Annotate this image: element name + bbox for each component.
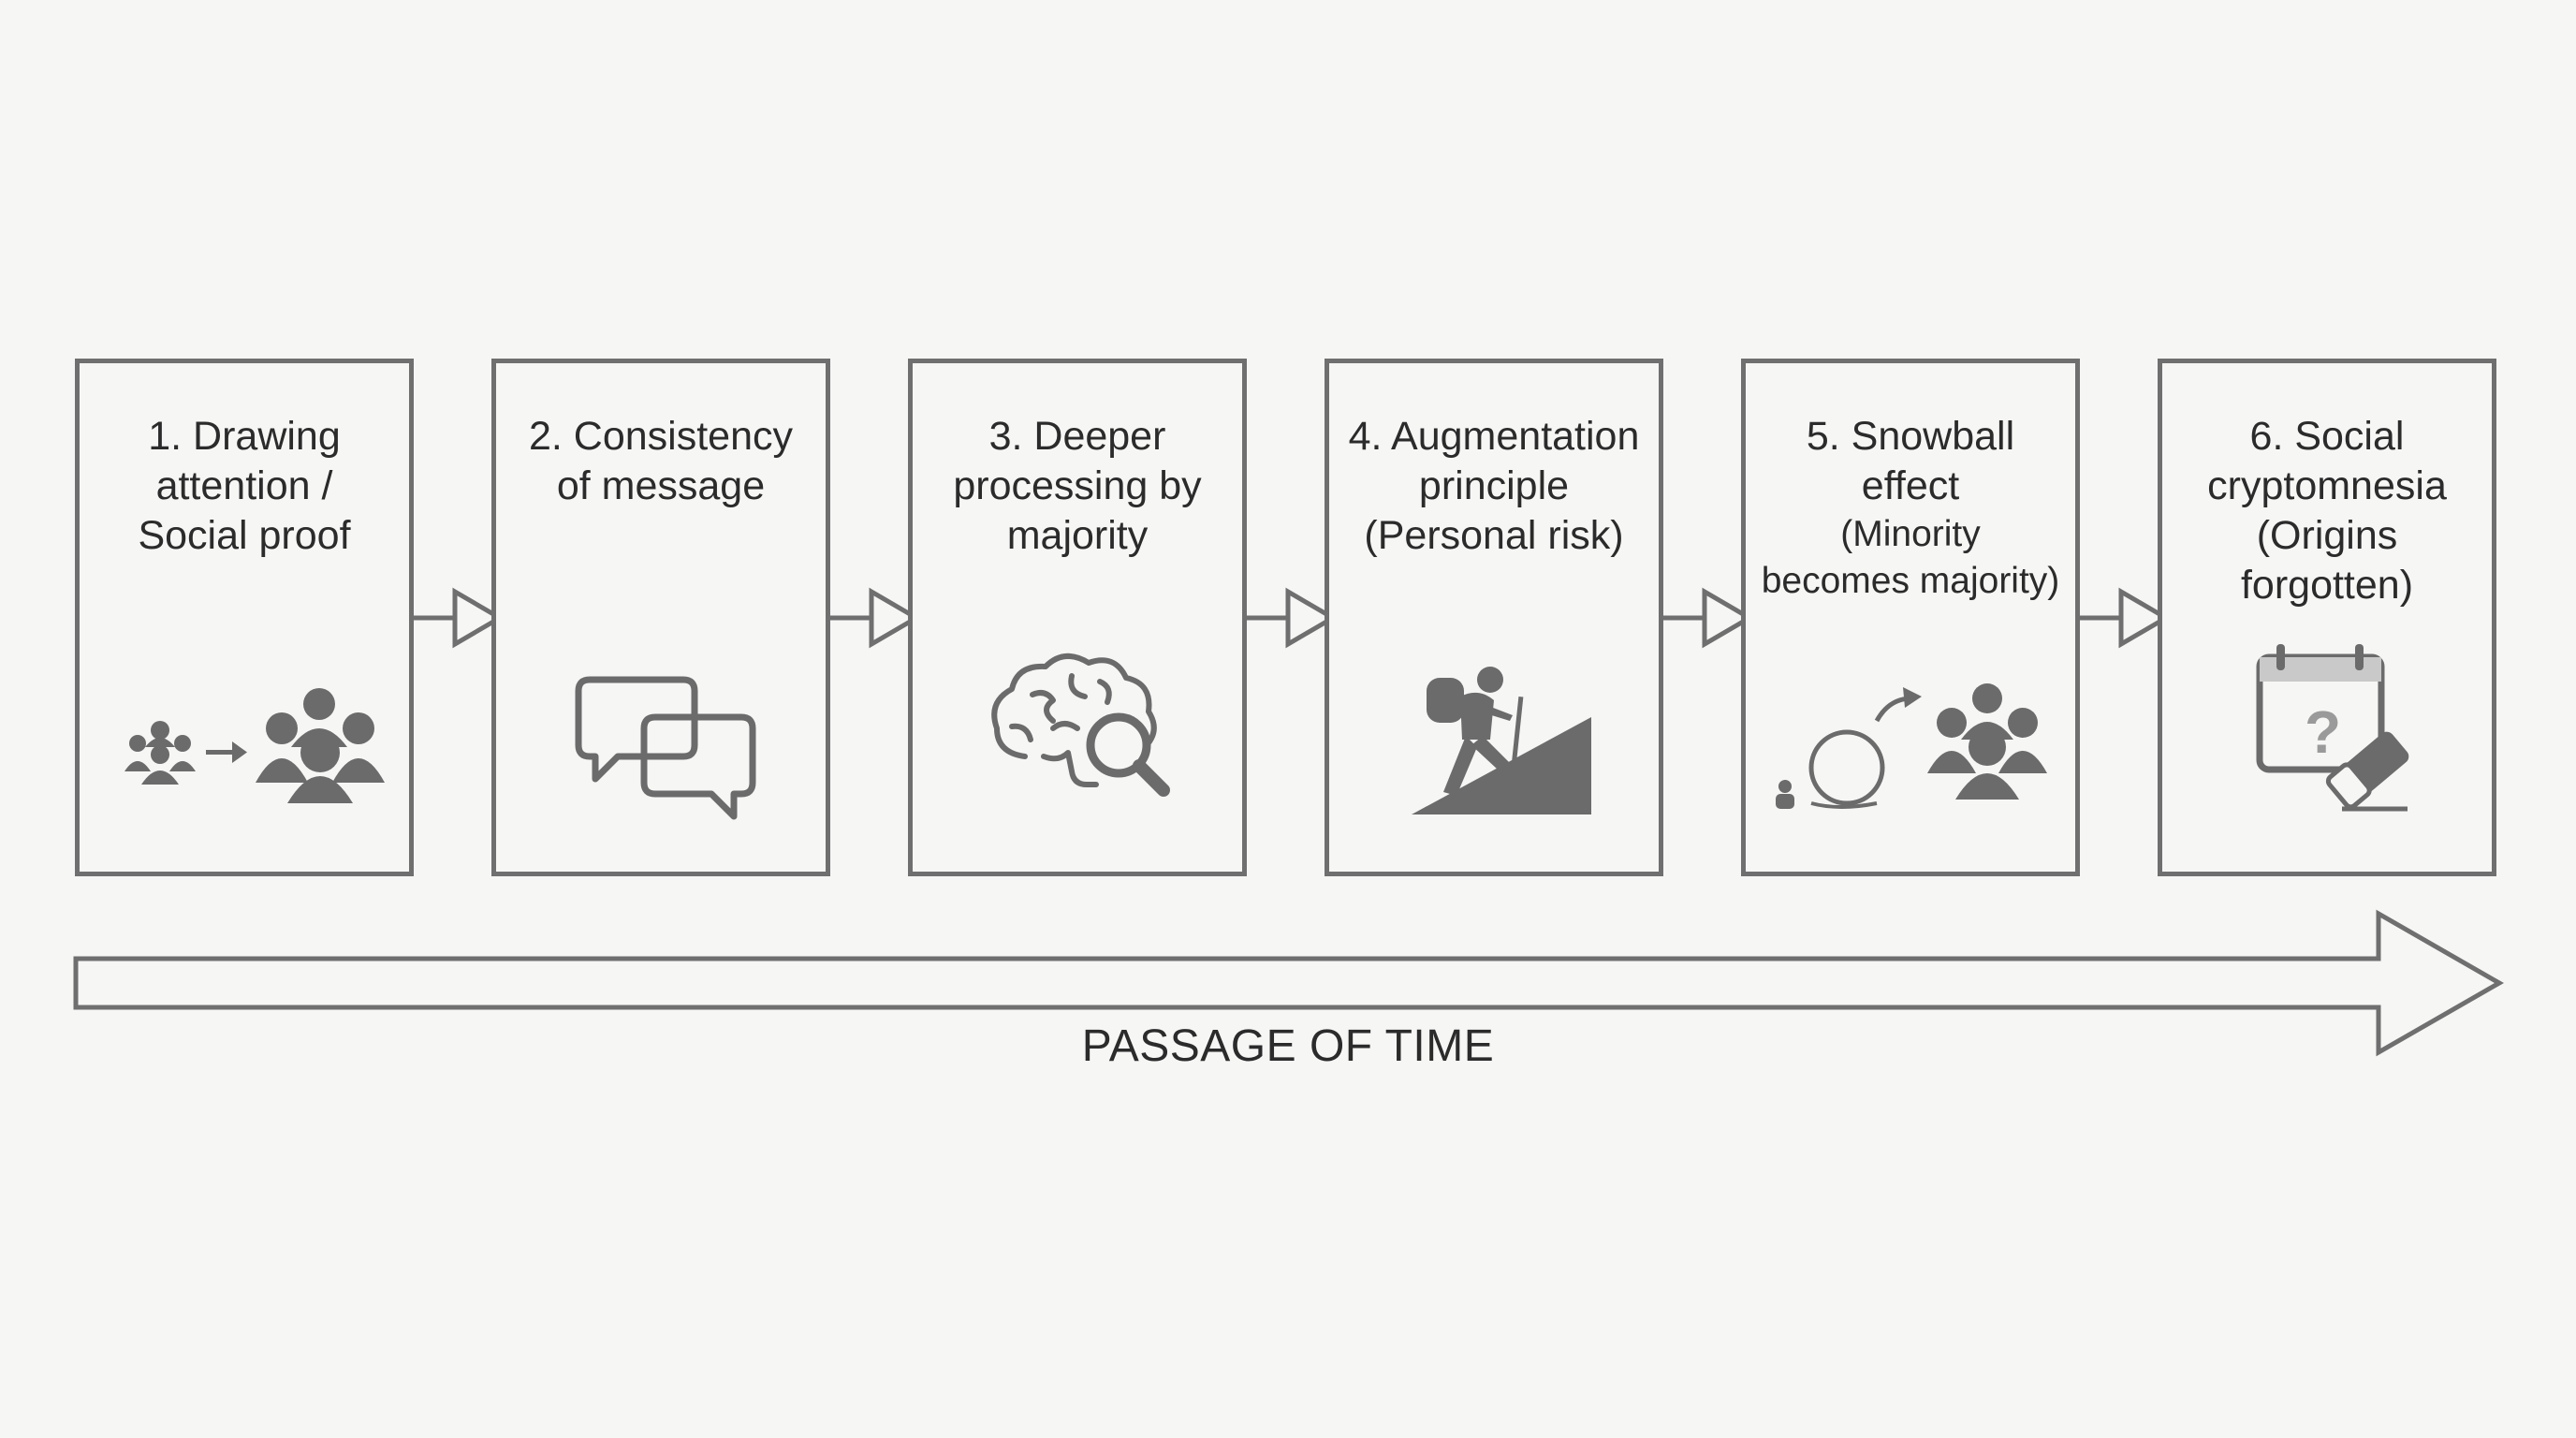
step-1-box: 1. Drawing attention / Social proof (75, 359, 414, 876)
calendar-eraser-icon: ? (2162, 616, 2492, 831)
svg-text:?: ? (2305, 698, 2341, 766)
step-6-box: 6. Social cryptomnesia (Origins forgotte… (2158, 359, 2496, 876)
timeline-arrow (73, 909, 2505, 1057)
step-4-label: 4. Augmentation principle (Personal risk… (1329, 412, 1659, 561)
connector-arrow-2 (830, 587, 921, 649)
step-1-line-1: 1. Drawing (148, 414, 341, 459)
connector-arrow-4 (1663, 587, 1754, 649)
timeline-label: PASSAGE OF TIME (1081, 1021, 1495, 1071)
step-5-line-2: effect (1861, 463, 1960, 508)
step-5-line-4: becomes majority) (1761, 561, 2060, 601)
step-2-line-1: 2. Consistency (528, 414, 794, 459)
step-2-label: 2. Consistency of message (496, 412, 826, 511)
step-3-line-2: processing by (953, 463, 1202, 508)
step-3-line-3: majority (1006, 513, 1149, 558)
step-6-label: 6. Social cryptomnesia (Origins forgotte… (2162, 412, 2492, 610)
connector-arrow-5 (2080, 587, 2171, 649)
step-5-line-1: 5. Snowball (1806, 414, 2015, 459)
step-6-line-4: forgotten) (2240, 563, 2414, 608)
connector-arrow-3 (1247, 587, 1338, 649)
crowd-growth-icon (80, 616, 409, 831)
step-6-line-2: cryptomnesia (2207, 463, 2447, 508)
step-4-line-2: principle (1418, 463, 1570, 508)
snowball-crowd-icon (1746, 616, 2075, 831)
step-5-label: 5. Snowball effect (Minority becomes maj… (1746, 412, 2075, 605)
speech-bubbles-icon (496, 616, 826, 831)
step-5-box: 5. Snowball effect (Minority becomes maj… (1741, 359, 2080, 876)
step-2-box: 2. Consistency of message (491, 359, 830, 876)
step-4-line-3: (Personal risk) (1364, 513, 1624, 558)
step-1-label: 1. Drawing attention / Social proof (80, 412, 409, 561)
step-3-line-1: 3. Deeper (988, 414, 1166, 459)
connector-arrow-1 (414, 587, 505, 649)
step-6-line-3: (Origins (2256, 513, 2398, 558)
uphill-climber-icon (1329, 616, 1659, 831)
step-2-line-2: of message (556, 463, 766, 508)
step-1-line-2: attention / (155, 463, 333, 508)
step-4-box: 4. Augmentation principle (Personal risk… (1325, 359, 1663, 876)
step-3-box: 3. Deeper processing by majority (908, 359, 1247, 876)
step-5-line-3: (Minority (1840, 514, 1981, 554)
step-6-line-1: 6. Social (2249, 414, 2405, 459)
brain-magnifier-icon (913, 616, 1242, 831)
step-4-line-1: 4. Augmentation (1348, 414, 1640, 459)
step-3-label: 3. Deeper processing by majority (913, 412, 1242, 561)
step-1-line-3: Social proof (138, 513, 351, 558)
